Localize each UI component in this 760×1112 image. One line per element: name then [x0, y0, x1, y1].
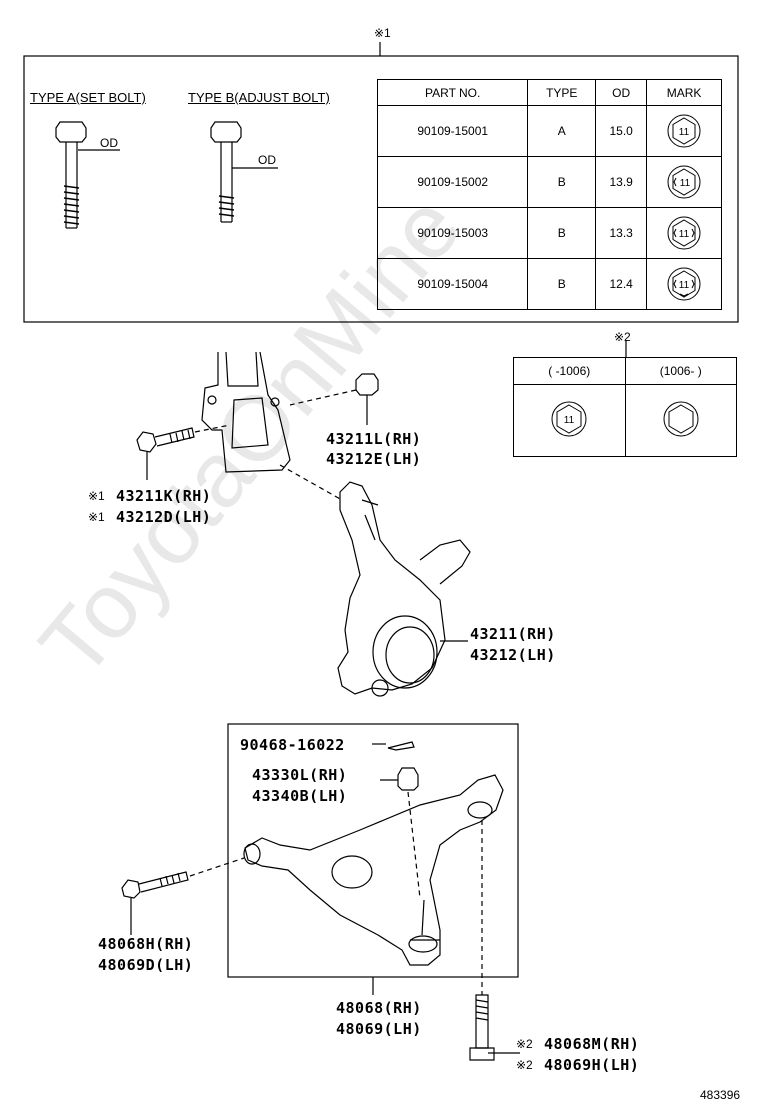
label-rear-bolt-lh: 48069H(LH)	[544, 1056, 640, 1074]
cell-part-no: 90109-15002	[376, 156, 529, 208]
bolt-info-frame	[23, 55, 739, 323]
cell-part-no: 90109-15004	[376, 258, 529, 310]
note1-symbol: ※1	[374, 26, 391, 40]
header-part-no: PART NO.	[376, 79, 529, 106]
nut-43211l-icon	[355, 373, 379, 425]
arm-bolt-48068h-icon	[121, 871, 189, 935]
header-mark: MARK	[646, 79, 722, 106]
type-b-label: TYPE B(ADJUST BOLT)	[188, 90, 330, 105]
parts-table-header: PART NO. TYPE OD MARK	[376, 79, 722, 106]
type-a-label: TYPE A(SET BOLT)	[30, 90, 146, 105]
rear-bolt-48068m-icon	[469, 994, 495, 1061]
bolt-note-symbol-lh: ※1	[88, 510, 105, 524]
hex-mark-one-notch-icon: 11	[667, 165, 701, 199]
date-col-before: ( -1006)	[513, 357, 626, 385]
table-row: 90109-15002 B 13.9 11	[376, 156, 722, 208]
date-range-table: ( -1006) (1006- ) 11	[513, 357, 737, 457]
hex-plain-icon	[663, 401, 699, 437]
hex-mark-icon: 11	[667, 114, 701, 148]
mark-after-cell	[624, 384, 737, 457]
header-type: TYPE	[527, 79, 597, 106]
cotter-pin-icon	[372, 741, 415, 751]
cell-part-no: 90109-15003	[376, 207, 529, 259]
cell-part-no: 90109-15001	[376, 105, 529, 157]
mark-text: 11	[564, 415, 575, 426]
label-knuckle-lh: 43212(LH)	[470, 646, 556, 664]
table-row: ( -1006) (1006- )	[513, 357, 737, 385]
label-arm-lh: 48069(LH)	[336, 1020, 422, 1038]
table-row: 90109-15004 B 12.4 11	[376, 258, 722, 310]
hex-mark-icon: 11	[551, 401, 587, 437]
parts-table: PART NO. TYPE OD MARK 90109-15001 A 15.0…	[376, 79, 722, 310]
mark-text: 11	[679, 229, 690, 240]
type-b-bolt-icon	[210, 121, 278, 223]
label-rear-bolt-rh: 48068M(RH)	[544, 1035, 640, 1053]
rear-bolt-note-symbol-rh: ※2	[516, 1037, 533, 1051]
cell-mark: 11	[646, 207, 722, 259]
table-row: 90109-15003 B 13.3 11	[376, 207, 722, 259]
label-bolt-rh: 43211K(RH)	[116, 487, 212, 505]
cell-mark: 11	[646, 156, 722, 208]
cell-od: 13.9	[595, 156, 648, 208]
rear-bolt-note-symbol-lh: ※2	[516, 1058, 533, 1072]
cell-type: B	[527, 258, 597, 310]
mark-text: 11	[679, 127, 690, 138]
cell-od: 15.0	[595, 105, 648, 157]
lower-arm-icon	[243, 774, 504, 966]
label-arm-bolt-rh: 48068H(RH)	[98, 935, 194, 953]
od-label-b: OD	[258, 153, 276, 167]
label-nut-lh: 43212E(LH)	[326, 450, 422, 468]
mark-text: 11	[679, 280, 690, 291]
note2-symbol: ※2	[614, 330, 631, 344]
bolt-43211k-icon	[136, 427, 195, 480]
label-castle-nut-lh: 43340B(LH)	[252, 787, 348, 805]
cell-type: B	[527, 207, 597, 259]
table-row: 90109-15001 A 15.0 11	[376, 105, 722, 157]
strut-bracket-icon	[201, 351, 291, 473]
diagram-id: 483396	[700, 1088, 741, 1102]
cell-mark: 11	[646, 258, 722, 310]
date-col-after: (1006- )	[624, 357, 737, 385]
hex-mark-three-notch-icon: 11	[667, 267, 701, 301]
label-nut-rh: 43211L(RH)	[326, 430, 422, 448]
castle-nut-icon	[380, 767, 419, 791]
label-knuckle-rh: 43211(RH)	[470, 625, 556, 643]
cell-type: A	[527, 105, 597, 157]
od-label-a: OD	[100, 136, 118, 150]
label-cotter-pin: 90468-16022	[240, 736, 345, 754]
label-arm-rh: 48068(RH)	[336, 999, 422, 1017]
label-bolt-lh: 43212D(LH)	[116, 508, 212, 526]
bolt-note-symbol-rh: ※1	[88, 489, 105, 503]
label-castle-nut-rh: 43330L(RH)	[252, 766, 348, 784]
header-od: OD	[595, 79, 648, 106]
mark-text: 11	[680, 178, 691, 189]
steering-knuckle-icon	[337, 481, 471, 697]
type-a-bolt-icon	[55, 121, 120, 229]
mark-before-cell: 11	[513, 384, 626, 457]
label-arm-bolt-lh: 48069D(LH)	[98, 956, 194, 974]
hex-mark-two-notch-icon: 11	[667, 216, 701, 250]
table-row: 11	[513, 384, 737, 457]
cell-od: 13.3	[595, 207, 648, 259]
cell-type: B	[527, 156, 597, 208]
lower-arm-frame	[227, 723, 519, 978]
cell-od: 12.4	[595, 258, 648, 310]
cell-mark: 11	[646, 105, 722, 157]
